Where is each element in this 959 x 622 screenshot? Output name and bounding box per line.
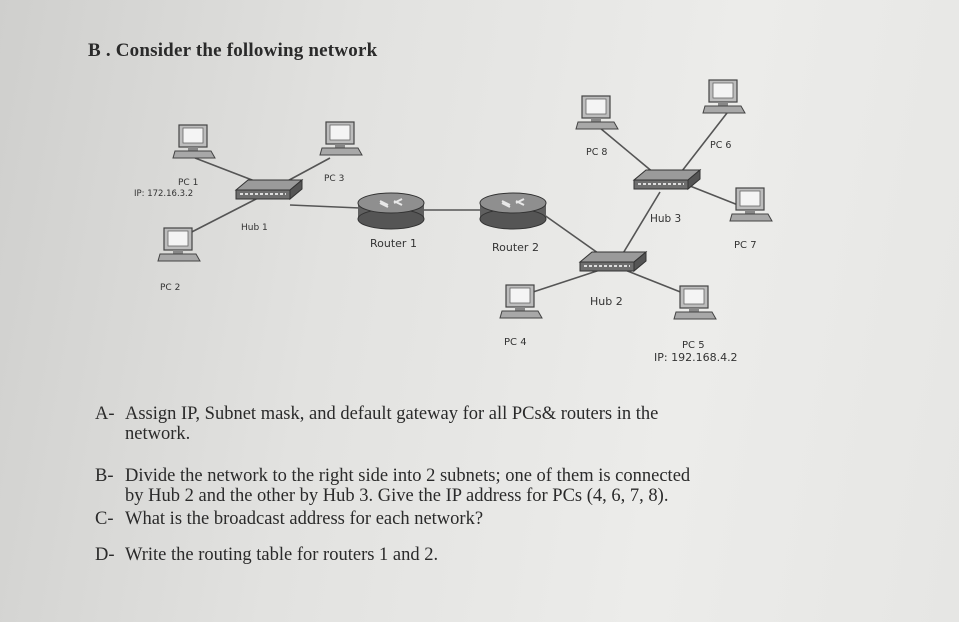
question-c-text: What is the broadcast address for each n… — [125, 509, 484, 529]
hub1-label: Hub 1 — [241, 223, 268, 233]
question-d: D- Write the routing table for routers 1 … — [95, 545, 438, 565]
pc2-computer-icon — [157, 227, 201, 262]
router2-icon — [479, 192, 547, 230]
pc1-ip-label: IP: 172.16.3.2 — [134, 189, 193, 199]
question-b-letter: B- — [95, 466, 114, 486]
question-c-letter: C- — [95, 509, 114, 529]
section-heading: B . Consider the following network — [88, 40, 378, 61]
hub3-label: Hub 3 — [650, 213, 681, 225]
pc2-label: PC 2 — [160, 283, 180, 293]
pc5-label: PC 5 — [682, 340, 705, 351]
pc4-label: PC 4 — [504, 337, 527, 348]
hub3-icon — [633, 169, 701, 190]
hub1-icon — [235, 179, 303, 200]
question-a-text-line2: network. — [125, 424, 191, 444]
pc8-label: PC 8 — [586, 147, 607, 158]
question-b-text-line2: by Hub 2 and the other by Hub 3. Give th… — [125, 486, 669, 506]
router2-label: Router 2 — [492, 241, 539, 254]
question-d-letter: D- — [95, 545, 115, 565]
question-b-text-line1: Divide the network to the right side int… — [125, 466, 691, 486]
pc5-ip-label: IP: 192.168.4.2 — [654, 351, 738, 364]
question-b: B- Divide the network to the right side i… — [95, 466, 690, 506]
pc4-computer-icon — [499, 284, 543, 319]
router1-label: Router 1 — [370, 237, 417, 250]
pc6-computer-icon — [702, 79, 746, 114]
network-links — [179, 112, 739, 296]
pc3-computer-icon — [319, 121, 363, 156]
question-c: C- What is the broadcast address for each… — [95, 509, 483, 529]
pc3-label: PC 3 — [324, 174, 344, 184]
network-diagram: PC 1 IP: 172.16.3.2 PC 2 PC 3 PC 4 PC 5 … — [134, 79, 773, 364]
pc6-label: PC 6 — [710, 140, 731, 151]
pc1-computer-icon — [172, 124, 216, 159]
question-d-text: Write the routing table for routers 1 an… — [125, 545, 439, 565]
pc7-computer-icon — [729, 187, 773, 222]
pc5-computer-icon — [673, 285, 717, 320]
pc8-computer-icon — [575, 95, 619, 130]
hub2-icon — [579, 251, 647, 272]
question-a-letter: A- — [95, 404, 115, 424]
question-a: A- Assign IP, Subnet mask, and default ga… — [95, 404, 658, 444]
pc7-label: PC 7 — [734, 240, 757, 251]
pc1-label: PC 1 — [178, 178, 198, 188]
router1-icon — [357, 192, 425, 230]
question-a-text-line1: Assign IP, Subnet mask, and default gate… — [125, 404, 659, 424]
hub2-label: Hub 2 — [590, 295, 623, 308]
